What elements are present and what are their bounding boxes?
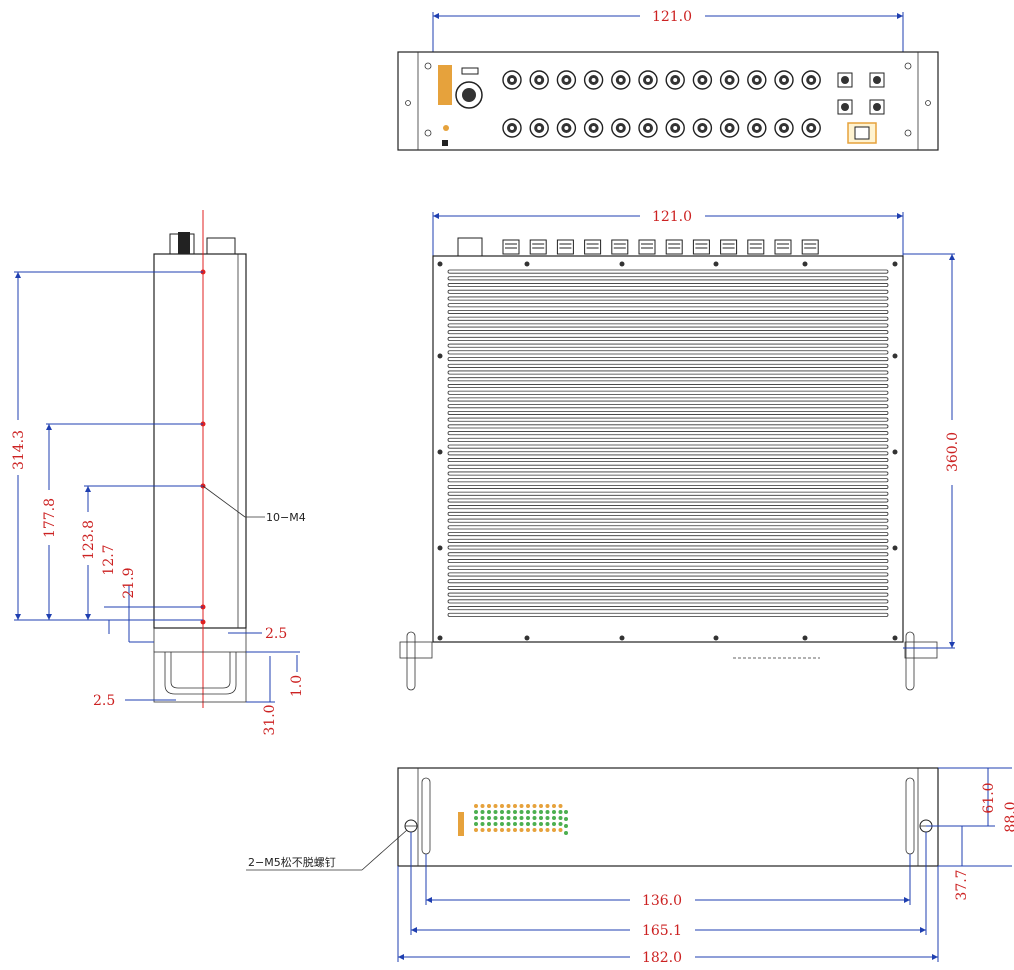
dim-21: 21.9 [121, 567, 137, 598]
dim-1-0: 1.0 [289, 675, 305, 697]
dim-123: 123.8 [81, 520, 97, 560]
rear-dim-182: 182.0 [642, 950, 682, 966]
rear-dim-37: 37.7 [954, 869, 970, 900]
dim-31: 31.0 [262, 704, 278, 735]
rear-dim-61: 61.0 [981, 782, 997, 813]
rear-dim-165: 165.1 [642, 923, 682, 939]
dim-12: 12.7 [101, 544, 117, 575]
dim-177: 177.8 [42, 498, 58, 538]
m4-callout: 10−M4 [266, 511, 306, 524]
top-width-dim: 121.0 [652, 209, 692, 225]
sfp-port-group [837, 72, 885, 144]
dim-314: 314.3 [11, 430, 27, 470]
top-connector-row [502, 239, 819, 255]
dim-2-5-left: 2.5 [93, 693, 115, 709]
rear-panel [397, 767, 939, 867]
chassis-side [153, 253, 247, 629]
front-view: 121.0 [397, 9, 939, 151]
connector-icon [502, 239, 520, 255]
front-connector-grid [502, 70, 821, 138]
rear-dim-88: 88.0 [1003, 801, 1014, 832]
connector-icon [692, 239, 710, 255]
top-depth-dim: 360.0 [945, 432, 961, 472]
brand-logo [438, 65, 452, 105]
m5-callout: 2−M5松不脱螺钉 [248, 855, 336, 869]
connector-icon [584, 239, 602, 255]
heatsink-fins [447, 269, 889, 617]
rear-dim-136: 136.0 [642, 893, 682, 909]
connector-icon [529, 239, 547, 255]
dim-2-5-right: 2.5 [265, 626, 287, 642]
connector-icon [747, 239, 765, 255]
connector-icon [638, 239, 656, 255]
connector-icon [611, 239, 629, 255]
connector-icon [665, 239, 683, 255]
connector-icon [556, 239, 574, 255]
connector-icon [801, 239, 819, 255]
rear-indicator-grid [458, 804, 568, 836]
screw-holes [437, 261, 898, 641]
front-width-dim: 121.0 [652, 9, 692, 25]
side-view: 314.3 177.8 123.8 12.7 21.9 2.5 1.0 31.0… [11, 210, 306, 736]
top-view: 121.0 360.0 [399, 209, 961, 691]
connector-icon [720, 239, 738, 255]
rear-view: 136.0 165.1 182.0 61.0 37.7 88.0 2−M5松不脱… [246, 767, 1014, 966]
connector-icon [774, 239, 792, 255]
